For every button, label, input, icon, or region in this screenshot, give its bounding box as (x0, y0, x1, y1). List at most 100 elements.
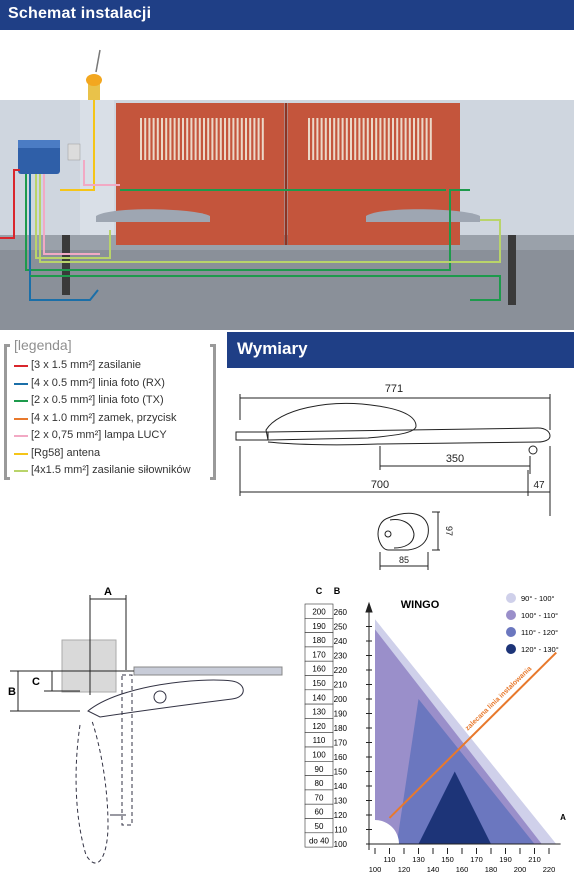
dim-offset: 47 (533, 480, 545, 491)
legend-swatch (14, 365, 28, 367)
dimension-drawing: 771 350 700 47 97 85 (235, 383, 551, 570)
angle-swatch (506, 610, 516, 620)
legend-label: [2 x 0.5 mm²] linia foto (TX) (31, 394, 164, 406)
b-tick: 240 (334, 637, 348, 646)
angle-label: 110° - 120° (521, 628, 558, 637)
dimensions-header: Wymiary (227, 332, 574, 368)
c-value: 50 (315, 822, 324, 831)
legend-label: [4 x 0.5 mm²] linia foto (RX) (31, 376, 165, 389)
a-tick: 180 (485, 865, 498, 874)
legend-label: [4 x 1.0 mm²] zamek, przycisk (31, 411, 177, 424)
right-motor (366, 209, 480, 222)
legend-swatch (14, 470, 28, 472)
c-value: 120 (312, 722, 326, 731)
installation-diagram (0, 30, 574, 330)
a-tick: 150 (441, 855, 454, 864)
pillar (61, 639, 117, 693)
a-tick: 190 (499, 855, 512, 864)
c-value: 60 (315, 808, 324, 817)
dim-total: 771 (385, 383, 403, 395)
b-tick: 230 (334, 652, 348, 661)
legend-swatch (14, 452, 28, 455)
a-tick: 210 (528, 855, 541, 864)
legend-swatch (14, 400, 28, 402)
angle-swatch (506, 644, 516, 654)
b-axis-header: B (334, 586, 341, 596)
dim-stroke: 350 (446, 453, 464, 465)
a-tick: 170 (470, 855, 483, 864)
mounting-schema: A B C (8, 586, 283, 864)
a-tick: 110 (384, 855, 396, 864)
cable-legend: [legenda] [3 x 1.5 mm²] zasilanie [4 x 0.… (4, 336, 218, 486)
c-cell (304, 832, 334, 848)
installation-title: Schemat instalacji (8, 5, 152, 22)
c-value: 170 (312, 650, 326, 659)
b-tick: 190 (334, 710, 348, 719)
c-value: do 40 (309, 836, 330, 845)
label-c: C (32, 676, 40, 688)
b-tick: 220 (334, 666, 348, 675)
dim-body: 700 (371, 479, 389, 491)
c-value: 110 (313, 736, 326, 745)
antenna-icon (95, 49, 101, 73)
c-column-header: C (316, 586, 323, 596)
a-tick: 200 (514, 865, 527, 874)
angle-label: 90° - 100° (521, 594, 555, 603)
c-value: 130 (312, 708, 326, 717)
legend-label: [2 x 0,75 mm²] lampa LUCY (31, 429, 167, 441)
b-tick: 260 (334, 608, 348, 617)
angle-label: 100° - 110° (521, 611, 558, 620)
recommended-line (388, 651, 557, 819)
label-a: A (104, 586, 112, 598)
a-tick: 160 (456, 865, 469, 874)
b-tick: 100 (334, 840, 348, 849)
c-value: 70 (315, 793, 324, 802)
c-value: 180 (312, 636, 326, 645)
dim-width: 85 (399, 555, 409, 565)
angle-swatch (506, 593, 516, 603)
legend-swatch (14, 435, 28, 437)
legend-swatch (14, 417, 28, 420)
legend-label: [4x1.5 mm²] zasilanie siłowników (31, 464, 191, 476)
b-tick: 160 (334, 753, 348, 762)
c-value: 160 (312, 665, 326, 674)
c-value: 190 (312, 622, 326, 631)
legend-title: [legenda] (14, 337, 72, 353)
a-axis-label: A (560, 813, 566, 822)
dim-height: 97 (444, 526, 454, 536)
b-tick: 250 (334, 623, 348, 632)
a-tick: 220 (543, 865, 556, 874)
b-tick: 140 (334, 782, 348, 791)
legend-swatch (14, 382, 28, 385)
a-tick: 100 (369, 865, 382, 874)
b-tick: 200 (334, 695, 348, 704)
c-value: 200 (312, 608, 326, 617)
b-tick: 170 (334, 739, 348, 748)
recommended-line-label: zalecana linia instalowania (464, 665, 533, 732)
angle-swatch (506, 627, 516, 637)
b-tick: 210 (334, 681, 348, 690)
b-tick: 130 (334, 797, 348, 806)
c-value: 90 (315, 765, 324, 774)
b-tick: 110 (334, 826, 347, 835)
b-tick: 180 (334, 724, 348, 733)
dimensions-title: Wymiary (237, 339, 308, 358)
c-value: 150 (312, 679, 326, 688)
wingo-chart: C B 200190180170160150140130120110100908… (304, 586, 566, 874)
zone-110-120 (396, 699, 535, 844)
legend-label: [3 x 1.5 mm²] zasilanie (31, 359, 142, 371)
zone-120-130 (418, 771, 491, 844)
c-value: 80 (315, 779, 324, 788)
a-tick: 120 (398, 865, 411, 874)
control-unit-icon (18, 140, 60, 174)
b-tick: 150 (334, 768, 348, 777)
wingo-title: WINGO (401, 599, 440, 611)
a-tick: 140 (427, 865, 440, 874)
gate-leaf (133, 666, 283, 676)
a-tick: 130 (412, 855, 425, 864)
b-tick: 120 (334, 811, 348, 820)
legend-label: [Rg58] antena (31, 446, 101, 459)
c-value: 140 (312, 693, 326, 702)
c-value: 100 (312, 751, 326, 760)
left-motor (96, 209, 210, 222)
